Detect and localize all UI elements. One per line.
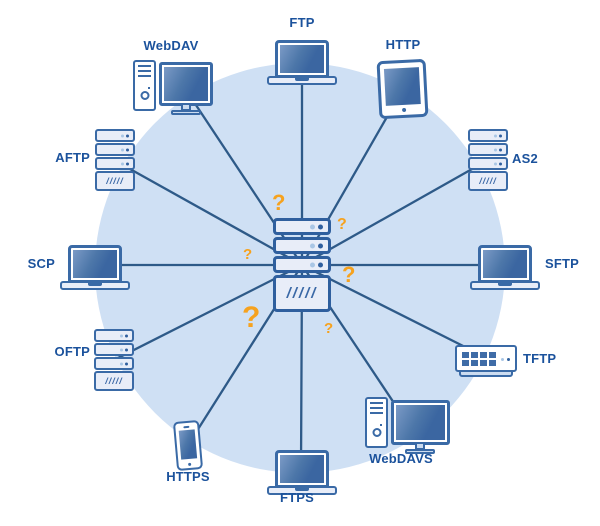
server-unit [273, 218, 331, 235]
home-button [401, 107, 406, 113]
server-rack-icon: ///// [95, 129, 135, 191]
speaker [183, 425, 190, 429]
node-label-scp: SCP [27, 256, 55, 271]
node-label-ftp: FTP [289, 15, 315, 30]
node-label-https: HTTPS [166, 469, 210, 484]
server-vent-panel: ///// [94, 371, 134, 391]
screen [73, 250, 117, 278]
server-rack-icon: ///// [468, 129, 508, 191]
screen [483, 250, 527, 278]
screen [164, 67, 208, 101]
home-button [188, 462, 192, 467]
question-mark: ? [242, 301, 261, 334]
question-mark: ? [342, 262, 356, 287]
node-label-as2: AS2 [512, 151, 538, 166]
question-mark: ? [337, 216, 347, 233]
question-mark: ? [324, 320, 334, 337]
server-vent-panel: ///// [273, 275, 331, 312]
node-label-oftp: OFTP [54, 344, 90, 359]
screen [280, 45, 324, 73]
question-mark: ? [243, 246, 253, 263]
node-label-ftps: FTPS [279, 490, 315, 505]
node-label-tftp: TFTP [523, 351, 557, 366]
server-vent-panel: ///// [95, 171, 135, 191]
server-rack-icon: ///// [94, 329, 134, 391]
screen [280, 455, 324, 483]
screen [178, 429, 198, 460]
switch-ports [462, 352, 496, 366]
laptop-icon [267, 40, 337, 90]
screen [383, 67, 421, 106]
server-vent-panel: ///// [468, 171, 508, 191]
tablet-icon [376, 58, 429, 120]
laptop-icon [60, 245, 130, 295]
screen [396, 405, 445, 440]
desktop-computer-icon [363, 395, 455, 457]
node-label-webdav: WebDAV [143, 38, 199, 53]
laptop-icon [470, 245, 540, 295]
smartphone-icon [172, 419, 204, 472]
server-unit [273, 256, 331, 273]
server-unit [273, 237, 331, 254]
central-server-icon: ///// [273, 218, 331, 312]
node-label-sftp: SFTP [545, 256, 580, 271]
question-mark: ? [272, 190, 286, 215]
laptop-icon [267, 450, 337, 500]
desktop-computer-icon [131, 58, 223, 120]
node-label-webdavs: WebDAVS [369, 451, 433, 466]
node-label-http: HTTP [385, 37, 421, 52]
node-label-aftp: AFTP [55, 150, 90, 165]
network-switch-icon [455, 345, 517, 378]
